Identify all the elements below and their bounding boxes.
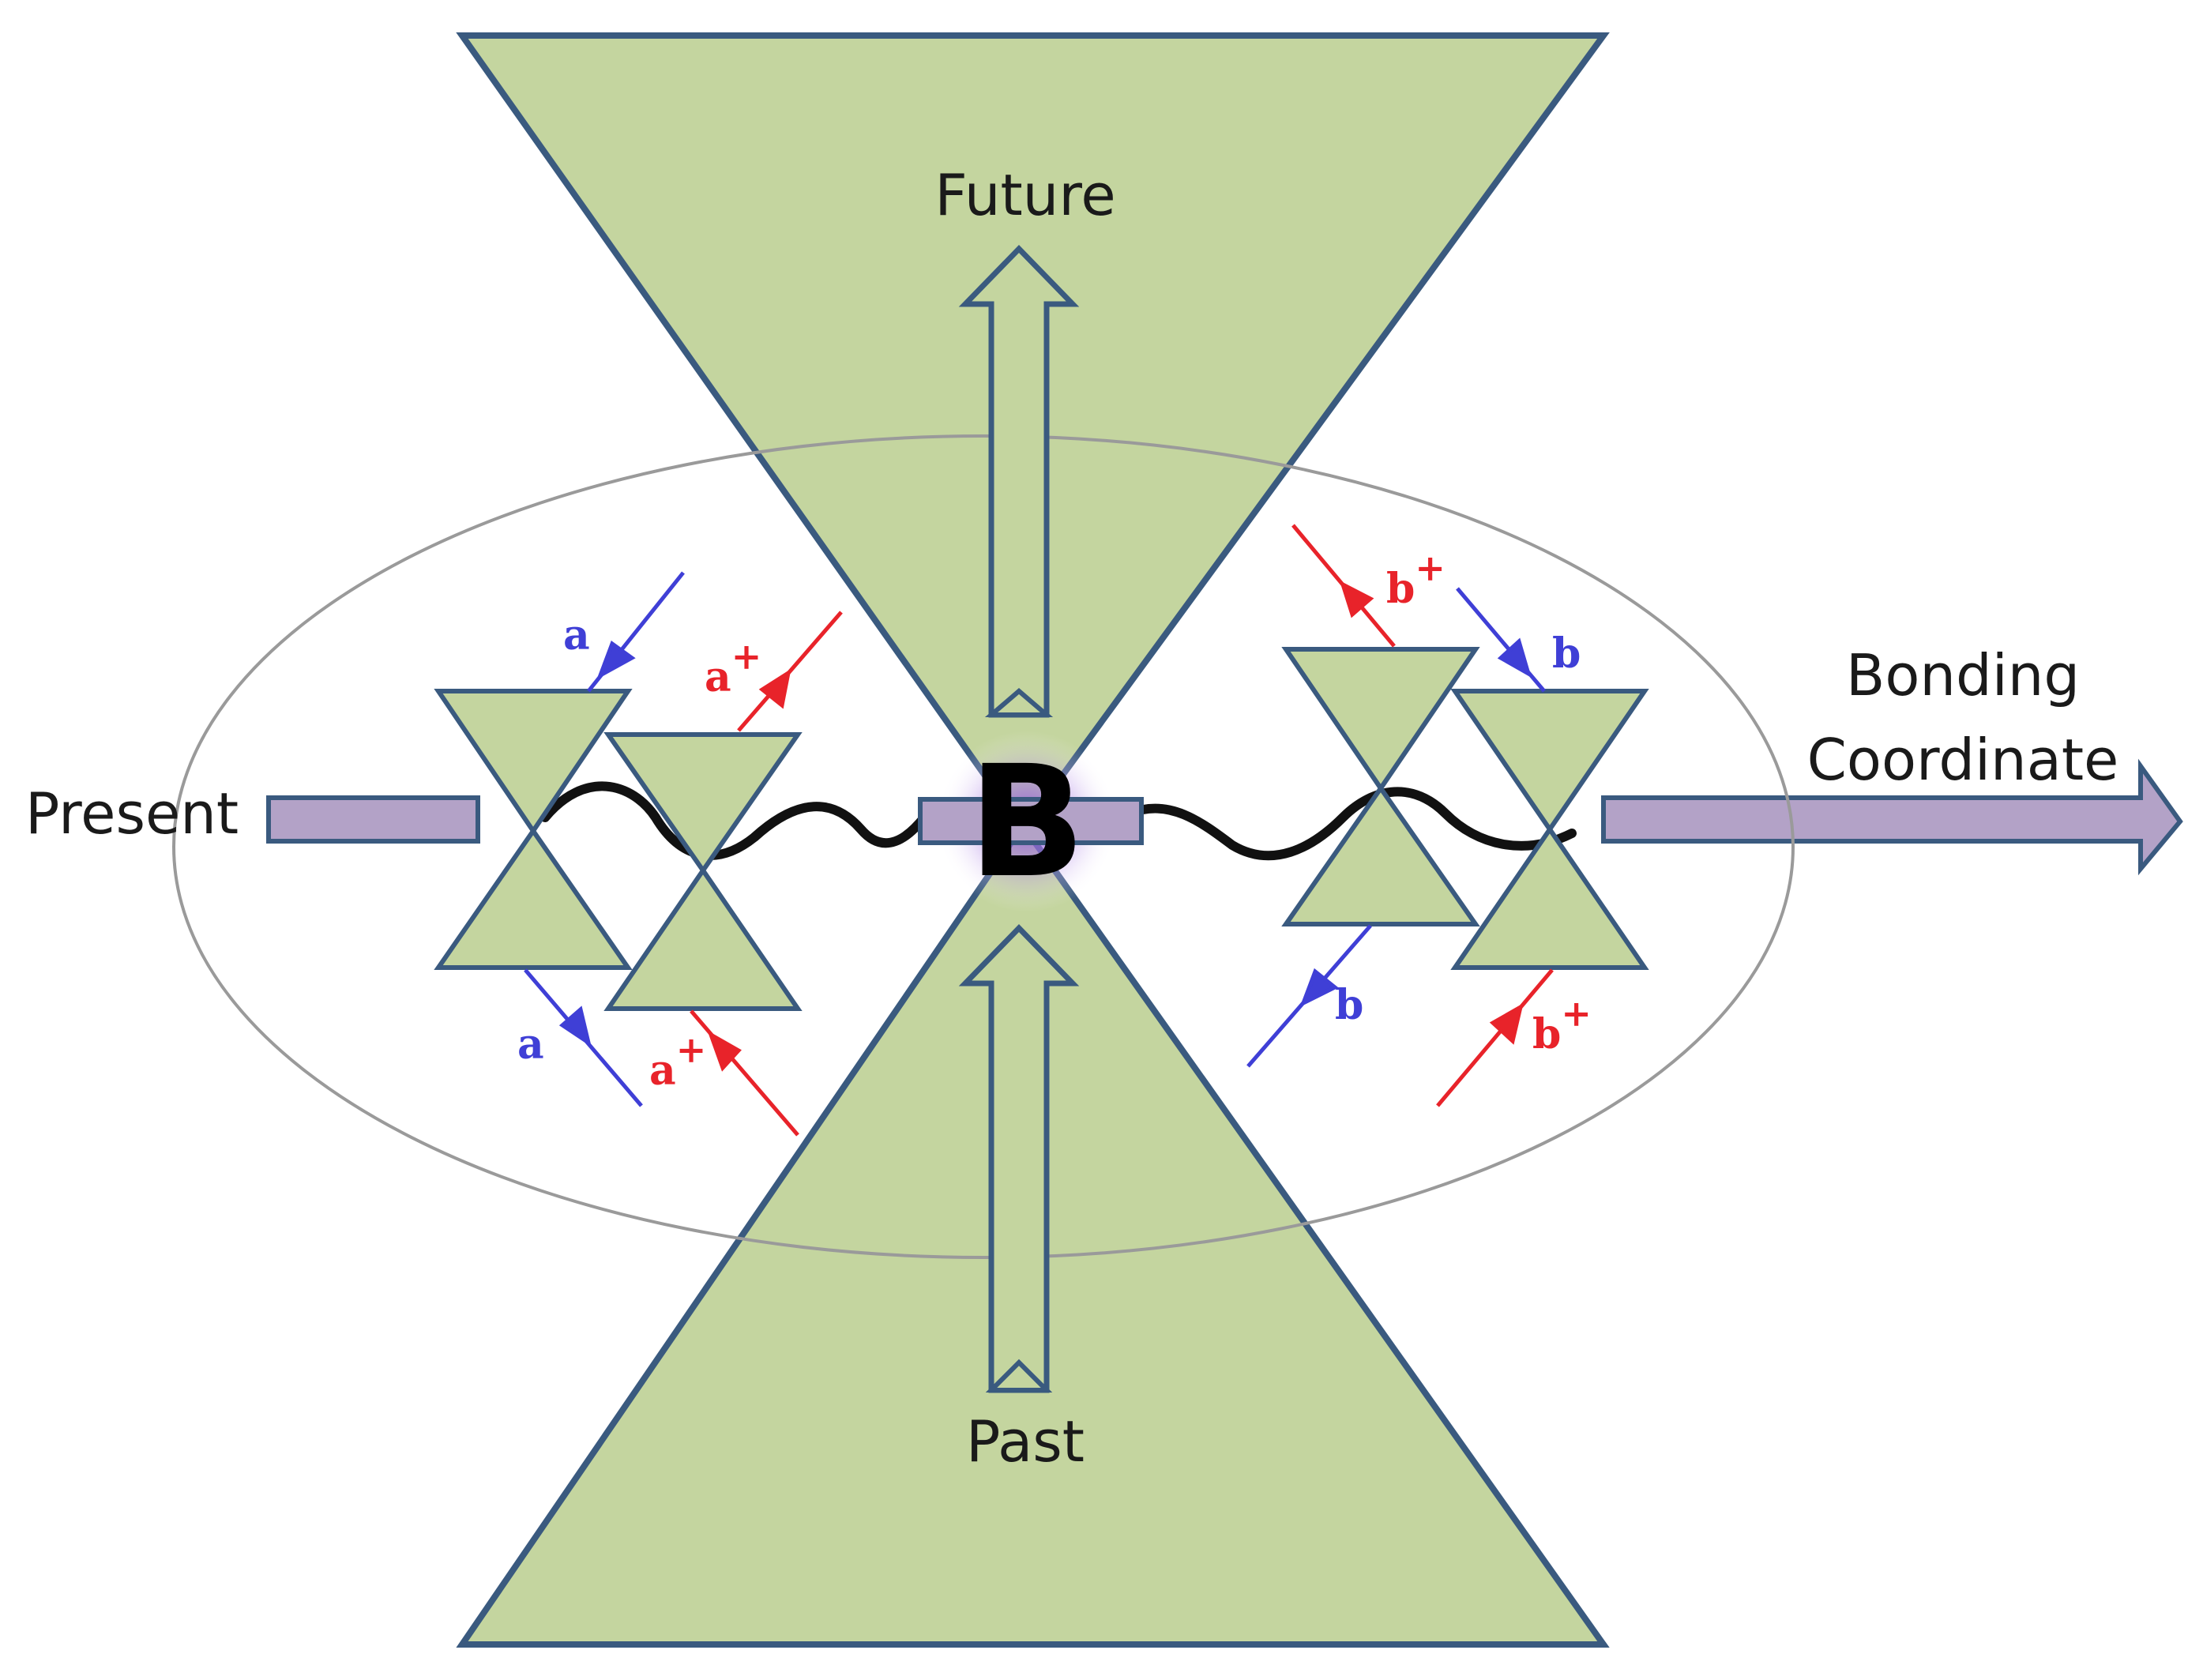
- arrow-a-bottom: [524, 968, 643, 1107]
- label-a-plus-bottom: a+: [649, 1028, 706, 1095]
- interaction-ellipse: [172, 434, 1795, 1259]
- bond-wave: [540, 781, 1577, 861]
- present-label: Present: [25, 780, 239, 847]
- arrow-b-plus-bottom: [1436, 968, 1554, 1107]
- arrow-b-top: [1456, 587, 1546, 693]
- label-b-bottom: b: [1335, 981, 1363, 1029]
- bonding-coordinate-arrow: [1601, 758, 2183, 876]
- arrow-a-plus-top: [737, 611, 843, 732]
- label-b-plus-bottom: b+: [1532, 992, 1592, 1058]
- small-cone-b2-top: [1450, 689, 1649, 834]
- label-b-plus-top: b+: [1386, 547, 1445, 613]
- future-arrow: [958, 244, 1080, 718]
- label-a-plus-top: a+: [705, 635, 761, 701]
- present-bar: [266, 795, 480, 844]
- small-cone-a1-top: [434, 689, 633, 836]
- small-cone-b1-bottom: [1281, 784, 1480, 926]
- center-b-label: B: [968, 732, 1086, 911]
- arrow-b-bottom: [1246, 924, 1372, 1068]
- small-cone-a2-top: [603, 732, 803, 875]
- center-bar: [918, 797, 1144, 845]
- small-cone-a2-bottom: [603, 866, 803, 1011]
- future-arrow-notch: [984, 688, 1054, 717]
- past-arrow-notch: [985, 1359, 1053, 1392]
- future-label: Future: [934, 162, 1115, 228]
- past-label: Past: [966, 1408, 1085, 1475]
- past-arrow: [958, 923, 1080, 1393]
- coordinate-label: Coordinate: [1807, 727, 2119, 793]
- arrow-b-plus-top: [1291, 524, 1396, 648]
- bonding-label: Bonding: [1846, 642, 2080, 708]
- arrow-a-top: [587, 571, 685, 693]
- arrow-a-plus-bottom: [690, 1009, 799, 1137]
- label-b-top: b: [1552, 630, 1581, 678]
- label-a-bottom: a: [517, 1020, 544, 1069]
- small-cone-b1-top: [1281, 647, 1480, 793]
- label-a-top: a: [563, 611, 590, 660]
- small-cone-b2-bottom: [1450, 825, 1649, 970]
- small-cone-a1-bottom: [434, 826, 633, 970]
